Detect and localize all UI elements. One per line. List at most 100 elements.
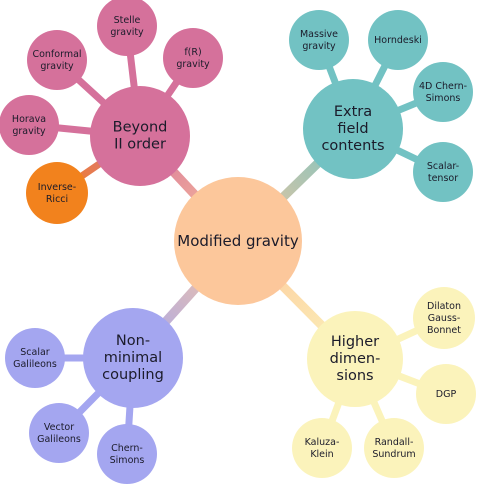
leaf-label-line: Dilaton [427, 301, 461, 312]
leaf-label-line: 4D Chern- [419, 81, 467, 92]
leaf-bubble [27, 30, 87, 90]
group-bubble-beyond [90, 86, 190, 186]
group-label-extra-line: contents [321, 138, 384, 154]
leaf-label-line: Scalar- [427, 161, 459, 172]
leaf-label: f(R)gravity [176, 47, 210, 70]
group-label-beyond-line: Beyond [113, 120, 168, 136]
group-label-higher-line: dimen- [330, 351, 381, 367]
center-label: Modified gravity [177, 232, 299, 250]
leaf-bubble [97, 0, 157, 56]
leaf-label-line: gravity [12, 126, 46, 137]
leaf-label-line: DGP [436, 389, 457, 400]
leaf-bubble [0, 95, 59, 155]
leaf-bubble [413, 142, 473, 202]
leaf-bubble [97, 424, 157, 484]
leaf-bubble [413, 287, 475, 349]
leaf-label-line: gravity [40, 61, 74, 72]
leaf-label-line: gravity [302, 41, 336, 52]
leaf-bubble [368, 10, 428, 70]
group-label-beyond-line: II order [114, 137, 166, 153]
leaf-bubble [416, 364, 476, 424]
leaf-extra-3: Scalar-tensor [413, 142, 473, 202]
leaf-higher-2: Kaluza-Klein [292, 418, 352, 478]
leaf-bubble [5, 328, 65, 388]
leaf-label-line: Inverse- [38, 182, 76, 193]
group-bubble-nonminimal [83, 308, 183, 408]
center-node: Modified gravity [174, 177, 302, 305]
leaf-label-line: Vector [44, 422, 74, 433]
leaf-label-line: Galileons [13, 359, 57, 370]
group-label-extra-line: field [337, 121, 368, 137]
leaf-label-line: Horndeski [374, 35, 422, 46]
center-bubble [174, 177, 302, 305]
leaf-label-line: Simons [426, 93, 461, 104]
leaf-label-line: tensor [428, 173, 458, 184]
leaf-beyond-2: f(R)gravity [163, 28, 223, 88]
group-label-nonminimal-line: minimal [104, 350, 162, 366]
leaf-label-line: Scalar [20, 347, 50, 358]
leaf-label-line: gravity [176, 59, 210, 70]
leaf-higher-1: DGP [416, 364, 476, 424]
leaf-label-line: Galileons [37, 434, 81, 445]
leaf-bubble [413, 62, 473, 122]
leaf-label-line: Ricci [46, 194, 68, 205]
group-label-higher-line: Higher [331, 334, 379, 350]
leaf-label: DGP [436, 389, 457, 400]
leaf-label-line: Sundrum [372, 449, 415, 460]
leaf-label: 4D Chern-Simons [419, 81, 467, 104]
leaf-label-line: Horava [12, 114, 46, 125]
leaf-label-line: Massive [300, 29, 338, 40]
leaf-bubble [364, 418, 424, 478]
leaf-label-line: Bonnet [427, 325, 461, 336]
leaf-label: Randall-Sundrum [372, 437, 415, 460]
leaf-label-line: Klein [310, 449, 333, 460]
leaf-beyond-4: Inverse-Ricci [26, 162, 88, 224]
group-label-higher-line: sions [336, 368, 373, 384]
leaf-bubble [289, 10, 349, 70]
leaf-label-line: Kaluza- [305, 437, 340, 448]
group-bubble-higher [307, 311, 403, 407]
leaf-label: Chern-Simons [110, 443, 145, 466]
leaf-label-line: f(R) [184, 47, 201, 58]
group-label-extra-line: Extra [334, 104, 372, 120]
leaf-bubble [29, 403, 89, 463]
leaf-label-line: Stelle [114, 15, 141, 26]
leaf-label-line: Chern- [111, 443, 143, 454]
leaf-higher-3: Randall-Sundrum [364, 418, 424, 478]
group-label-nonminimal-line: coupling [102, 367, 164, 383]
leaf-label: Inverse-Ricci [38, 182, 76, 205]
leaf-extra-2: 4D Chern-Simons [413, 62, 473, 122]
leaf-label-line: Conformal [32, 49, 81, 60]
leaf-label-line: Gauss- [428, 313, 461, 324]
leaf-bubble [26, 162, 88, 224]
leaf-label-line: gravity [110, 27, 144, 38]
group-bubble-extra [303, 79, 403, 179]
leaf-label-line: Randall- [375, 437, 414, 448]
leaf-bubble [292, 418, 352, 478]
